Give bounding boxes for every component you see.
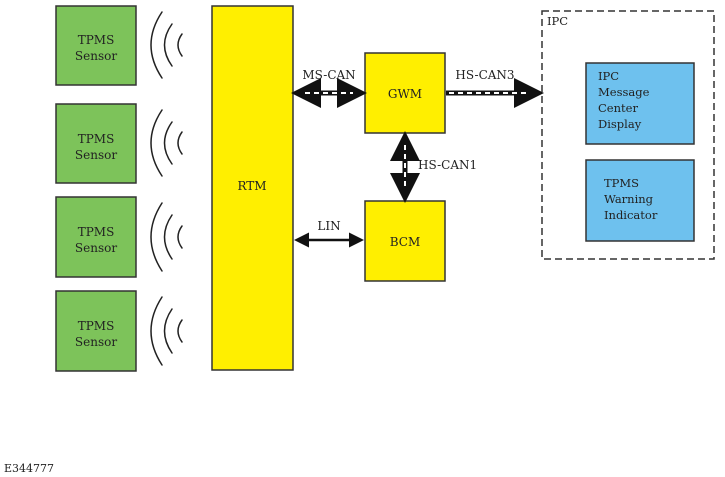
figure-id: E344777 — [4, 462, 55, 475]
bcm-module: BCM — [364, 200, 446, 282]
sensor-label-line2: Sensor — [75, 335, 117, 349]
ms-can-link: MS-CAN — [291, 68, 367, 108]
hs-can3-label: HS-CAN3 — [455, 68, 514, 82]
warning-line1: TPMS — [604, 176, 639, 190]
warning-line2: Warning — [604, 192, 654, 206]
sensor-label-line1: TPMS — [78, 33, 115, 47]
sensor-label-line1: TPMS — [78, 319, 115, 333]
wireless-signal-icon — [150, 109, 183, 177]
sensor-label-line1: TPMS — [78, 132, 115, 146]
rtm-module: RTM — [211, 5, 294, 371]
wireless-signal-icon — [150, 202, 183, 272]
sensor-label-line2: Sensor — [75, 241, 117, 255]
ipc-message-center-display: IPC Message Center Display — [585, 62, 695, 145]
ipc-label: IPC — [547, 14, 568, 28]
rtm-label: RTM — [237, 179, 266, 193]
wireless-signal-icon — [150, 11, 183, 79]
display-line1: IPC — [598, 69, 619, 83]
display-line2: Message — [598, 85, 650, 99]
hs-can1-link: HS-CAN1 — [390, 131, 477, 203]
warning-line3: Indicator — [604, 208, 658, 222]
hs-can1-label: HS-CAN1 — [418, 158, 477, 172]
hs-can3-link: HS-CAN3 — [446, 68, 544, 108]
sensor-label-line2: Sensor — [75, 148, 117, 162]
ipc-container: IPC — [541, 10, 715, 260]
gwm-label: GWM — [388, 87, 422, 101]
sensor-label-line2: Sensor — [75, 49, 117, 63]
tpms-sensor-1: TPMS Sensor — [55, 5, 137, 86]
tpms-warning-indicator: TPMS Warning Indicator — [585, 159, 695, 242]
wireless-signal-icon — [150, 296, 183, 366]
ms-can-label: MS-CAN — [302, 68, 355, 82]
bcm-label: BCM — [390, 235, 421, 249]
lin-link: LIN — [294, 219, 364, 248]
sensor-label-line1: TPMS — [78, 225, 115, 239]
lin-label: LIN — [317, 219, 340, 233]
display-line4: Display — [598, 117, 642, 131]
tpms-sensor-4: TPMS Sensor — [55, 290, 137, 372]
gwm-module: GWM — [364, 52, 446, 134]
display-line3: Center — [598, 101, 638, 115]
tpms-sensor-2: TPMS Sensor — [55, 103, 137, 184]
tpms-sensor-3: TPMS Sensor — [55, 196, 137, 278]
